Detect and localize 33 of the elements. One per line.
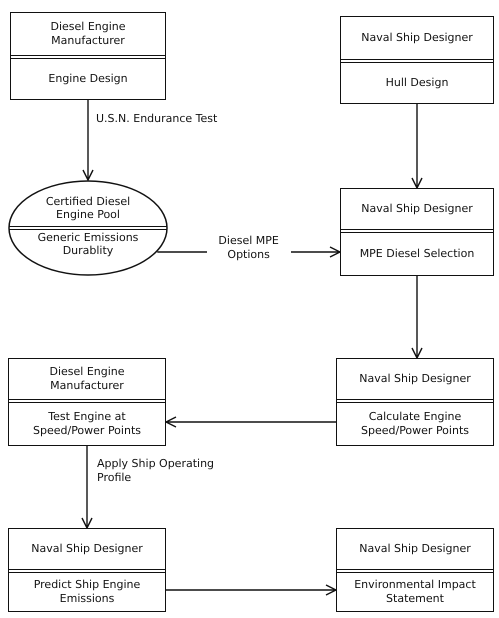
role-heading: Naval Ship Designer <box>31 542 143 556</box>
activity-text: Predict Ship Engine Emissions <box>32 578 142 606</box>
role-heading: Naval Ship Designer <box>359 542 471 556</box>
activity-text: Generic Emissions Durablity <box>36 230 140 258</box>
role-heading: Diesel Engine Manufacturer <box>48 365 126 393</box>
activity-text: Hull Design <box>386 76 448 90</box>
arrow <box>165 416 336 428</box>
edge-label: Diesel MPE Options <box>206 234 291 263</box>
activity-text: Engine Design <box>48 72 128 86</box>
process-box <box>340 16 494 104</box>
process-box <box>336 358 494 446</box>
activity-text: Calculate Engine Speed/Power Points <box>360 410 470 438</box>
arrow <box>166 584 337 596</box>
process-box <box>8 528 166 612</box>
process-box <box>340 188 494 276</box>
process-box <box>8 358 166 446</box>
arrow <box>411 104 423 189</box>
activity-text: Environmental Impact Statement <box>353 578 477 606</box>
process-box <box>336 528 494 612</box>
edge-label: U.S.N. Endurance Test <box>96 112 218 126</box>
arrow <box>82 100 94 181</box>
role-heading: Certified Diesel Engine Pool <box>44 194 132 222</box>
role-heading: Naval Ship Designer <box>361 202 473 216</box>
activity-text: MPE Diesel Selection <box>360 247 474 261</box>
role-heading: Naval Ship Designer <box>361 31 473 45</box>
arrow <box>81 446 93 529</box>
process-box <box>10 12 166 100</box>
role-heading: Diesel Engine Manufacturer <box>49 20 127 48</box>
activity-text: Test Engine at Speed/Power Points <box>32 410 142 438</box>
role-heading: Naval Ship Designer <box>359 372 471 386</box>
arrow <box>411 276 423 359</box>
edge-label: Apply Ship Operating Profile <box>97 457 216 486</box>
ellipse-node <box>8 180 168 276</box>
